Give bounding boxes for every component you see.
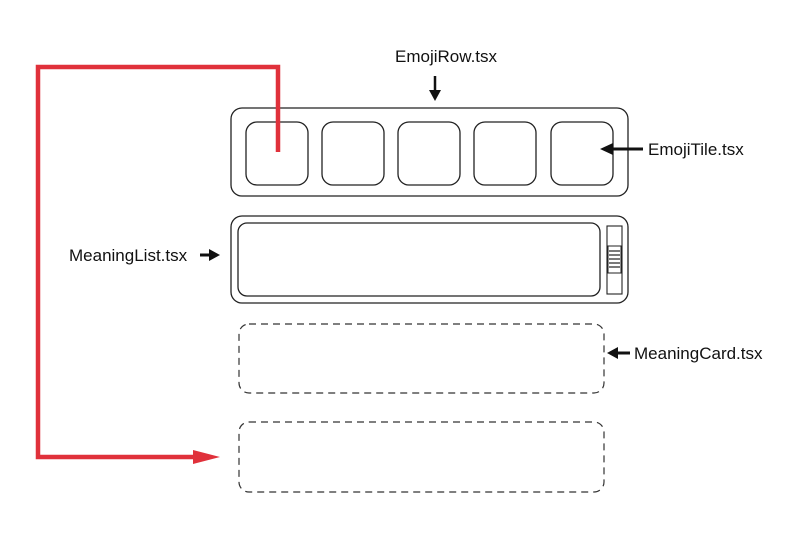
down-arrow-icon (429, 76, 441, 101)
left-arrow-icon (607, 347, 630, 359)
meaning-card-placeholder (238, 323, 605, 394)
scrollbar (606, 225, 623, 295)
left-arrow-icon (600, 143, 643, 155)
emoji-tile-label: EmojiTile.tsx (648, 140, 744, 159)
emoji-tile (550, 121, 614, 186)
emoji-row-label: EmojiRow.tsx (395, 47, 498, 66)
meaning-list-component (230, 215, 629, 304)
flow-arrowhead (193, 450, 220, 464)
meaning-list-frame (230, 215, 629, 304)
emoji-row-component (230, 107, 629, 197)
emoji-row-frame (230, 107, 629, 197)
meaning-card-drop-target (238, 421, 605, 493)
meaning-list-content (237, 222, 601, 297)
meaning-list-label: MeaningList.tsx (69, 246, 188, 265)
meaning-card-label: MeaningCard.tsx (634, 344, 763, 363)
right-arrow-icon (200, 249, 220, 261)
scrollbar-track (606, 225, 623, 295)
emoji-tile (473, 121, 537, 186)
emoji-tile (321, 121, 385, 186)
flow-line (35, 64, 281, 460)
scrollbar-thumb (607, 245, 622, 274)
emoji-tile (397, 121, 461, 186)
